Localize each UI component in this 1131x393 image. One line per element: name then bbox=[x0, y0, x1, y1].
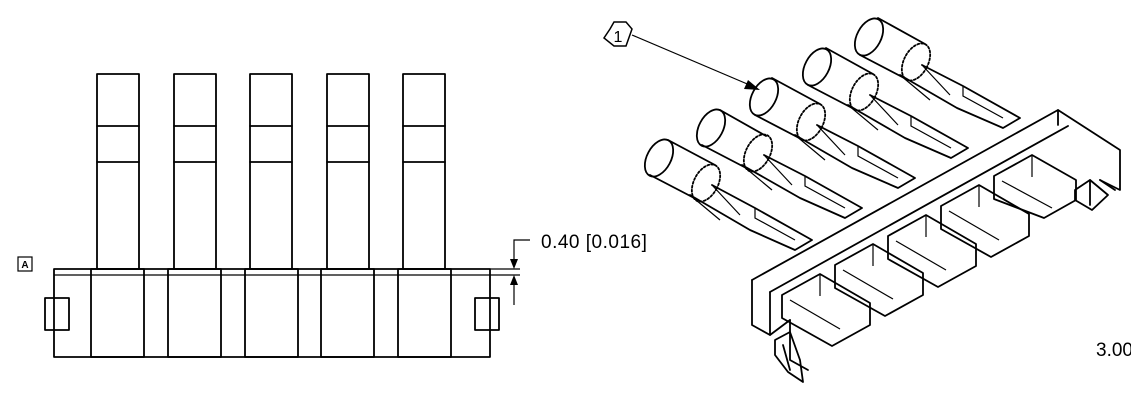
front-view: A bbox=[17, 73, 647, 358]
isometric-view: 1 bbox=[602, 17, 1131, 383]
balloon-label: 1 bbox=[614, 29, 623, 46]
pins bbox=[96, 73, 446, 270]
pin-4 bbox=[326, 73, 370, 270]
housing bbox=[751, 109, 1121, 383]
pin-2 bbox=[173, 73, 217, 270]
balloon-leader bbox=[631, 34, 753, 87]
iso-pin-2 bbox=[695, 108, 863, 219]
iso-pin-1 bbox=[643, 138, 813, 251]
item-balloon: 1 bbox=[602, 21, 760, 90]
pin-1 bbox=[96, 73, 140, 270]
dimension-callout: 0.40 [0.016] bbox=[490, 232, 647, 305]
pin-3 bbox=[249, 73, 293, 270]
dimension-text: 0.40 [0.016] bbox=[541, 232, 647, 253]
housing-cavities bbox=[781, 154, 1077, 347]
pin-5 bbox=[402, 73, 446, 270]
right-latch bbox=[474, 297, 500, 331]
datum-label: A bbox=[21, 260, 28, 271]
datum-a-box: A bbox=[17, 256, 33, 272]
iso-pin-4 bbox=[801, 47, 969, 159]
iso-pin-5 bbox=[853, 17, 1021, 129]
cut-off-dimension-text: 3.00 bbox=[1096, 340, 1131, 361]
connector-body bbox=[44, 268, 500, 358]
dimension-arrow-down bbox=[510, 259, 518, 269]
dimension-leader bbox=[513, 239, 530, 266]
iso-pin-3 bbox=[748, 77, 916, 189]
left-latch bbox=[44, 297, 70, 331]
iso-pins bbox=[643, 17, 1021, 251]
